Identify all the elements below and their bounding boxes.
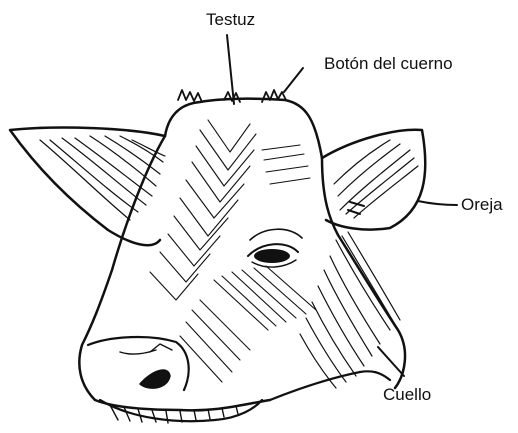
label-ear: Oreja — [461, 196, 503, 213]
right-ear — [322, 130, 425, 230]
leader-lines — [227, 35, 457, 376]
boton-leader — [284, 68, 303, 92]
face-hatching — [180, 145, 316, 382]
oreja-leader — [418, 201, 457, 205]
cuello-leader — [378, 347, 404, 376]
nostril — [140, 370, 170, 388]
muzzle — [88, 337, 189, 390]
label-horn-bud: Botón del cuerno — [324, 55, 453, 72]
forehead-hatching — [150, 120, 256, 300]
eye — [248, 229, 302, 267]
head-outline — [79, 99, 405, 423]
label-neck: Cuello — [383, 386, 431, 403]
label-testuz: Testuz — [206, 11, 255, 28]
